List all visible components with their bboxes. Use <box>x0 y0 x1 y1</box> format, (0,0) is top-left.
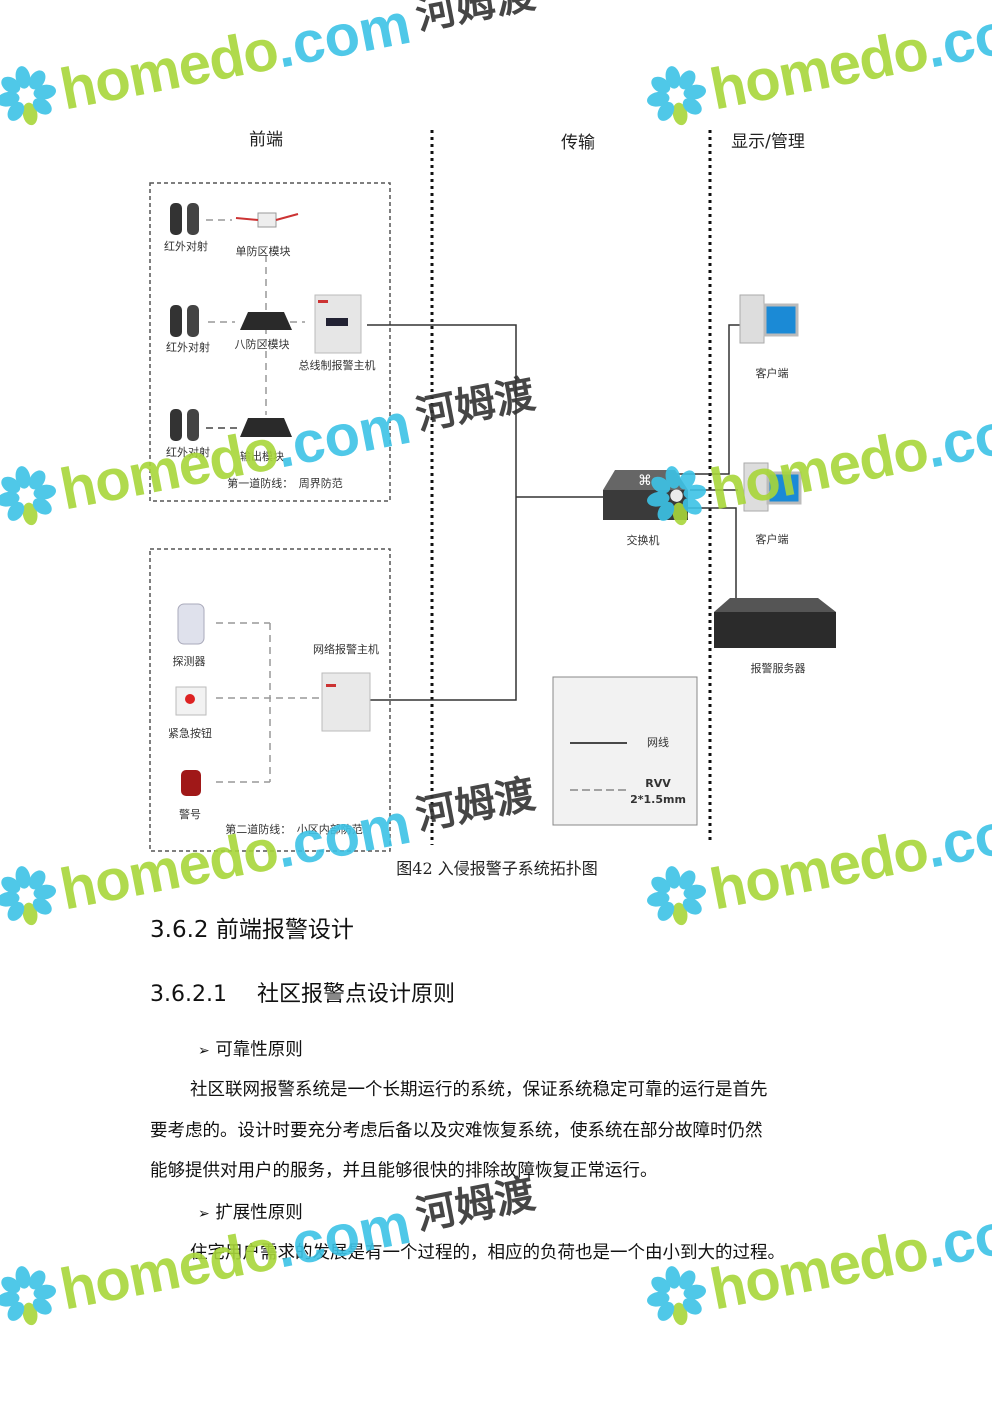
legend-rvv: RVV <box>645 777 671 790</box>
bus-alarm-host-icon <box>314 294 362 354</box>
figure-caption: 图42 入侵报警子系统拓扑图 <box>396 859 598 878</box>
topology-diagram: ⌘ <box>149 130 836 852</box>
watermark-brand: homedo <box>54 1216 283 1323</box>
label-switch: 交换机 <box>626 534 660 547</box>
zone2-box <box>149 548 391 852</box>
subsection-number: 3.6.2.1 <box>150 982 227 1007</box>
output-module-icon <box>240 418 292 437</box>
ir-beam-icon <box>170 203 199 235</box>
label-ir: 红外对射 <box>166 446 210 459</box>
paragraph-line: 住宅用户需求的发展是有一个过程的，相应的负荷也是一个由小到大的过程。 <box>190 1243 785 1263</box>
label-bus-host: 总线制报警主机 <box>298 359 376 372</box>
label-network-host: 网络报警主机 <box>313 643 379 656</box>
subsection-heading: 3.6.2.1 社区报警点设计原则 <box>150 976 455 1008</box>
label-alarm-server: 报警服务器 <box>750 662 806 675</box>
network-alarm-host-icon <box>321 672 371 732</box>
svg-text:⌘: ⌘ <box>638 473 652 489</box>
watermark-domain: .com <box>920 1190 992 1281</box>
column-header-transmission: 传输 <box>561 133 595 153</box>
column-header-front: 前端 <box>249 130 283 150</box>
column-header-display: 显示/管理 <box>731 132 805 152</box>
label-ir: 红外对射 <box>164 240 208 253</box>
paragraph-line: 要考虑的。设计时要充分考虑后备以及灾难恢复系统，使系统在部分故障时仍然 <box>150 1121 763 1141</box>
panic-button-icon <box>175 686 207 716</box>
bullet-reliability: ➢ 可靠性原则 <box>198 1040 303 1060</box>
bullet-arrow-icon: ➢ <box>198 1043 210 1059</box>
section-heading: 3.6.2 前端报警设计 <box>150 917 354 943</box>
bullet-scalability: ➢ 扩展性原则 <box>198 1203 303 1223</box>
siren-icon <box>181 770 201 796</box>
single-zone-module-icon <box>235 212 299 228</box>
label-output-module: 输出模块 <box>240 450 284 463</box>
watermark-cn: 河姆渡 <box>412 1171 539 1240</box>
zone1-title: 第一道防线： 周界防范 <box>227 477 343 490</box>
client-computer-icon <box>739 294 799 344</box>
subsection-title: 社区报警点设计原则 <box>256 982 455 1007</box>
paragraph-line: 能够提供对用户的服务，并且能够很快的排除故障恢复正常运行。 <box>150 1161 658 1181</box>
label-ir: 红外对射 <box>166 341 210 354</box>
alarm-server-icon <box>714 598 836 648</box>
flower-logo-icon <box>647 1266 707 1326</box>
watermark-brand: homedo <box>704 1216 933 1323</box>
label-panic-button: 紧急按钮 <box>168 727 212 740</box>
legend-box <box>552 676 698 826</box>
legend-network: 网线 <box>647 736 669 749</box>
zone1-box <box>149 182 391 502</box>
label-single-module: 单防区模块 <box>235 245 291 258</box>
label-client: 客户端 <box>755 367 789 380</box>
ir-beam-icon <box>170 305 199 337</box>
label-detector: 探测器 <box>172 655 206 668</box>
label-client: 客户端 <box>755 533 789 546</box>
label-eight-module: 八防区模块 <box>234 338 290 351</box>
label-siren: 警号 <box>179 808 201 821</box>
zone2-title: 第二道防线： 小区内部防范 <box>225 823 363 836</box>
flower-logo-icon <box>0 1266 57 1326</box>
detector-icon <box>177 603 205 645</box>
client-computer-icon <box>743 462 802 512</box>
paragraph-line: 社区联网报警系统是一个长期运行的系统，保证系统稳定可靠的运行是首先 <box>190 1080 768 1100</box>
legend-rvv-spec: 2*1.5mm <box>630 793 686 806</box>
bullet-arrow-icon: ➢ <box>198 1206 210 1222</box>
switch-icon: ⌘ <box>603 470 688 520</box>
eight-zone-module-icon <box>240 312 292 330</box>
ir-beam-icon <box>170 409 199 441</box>
